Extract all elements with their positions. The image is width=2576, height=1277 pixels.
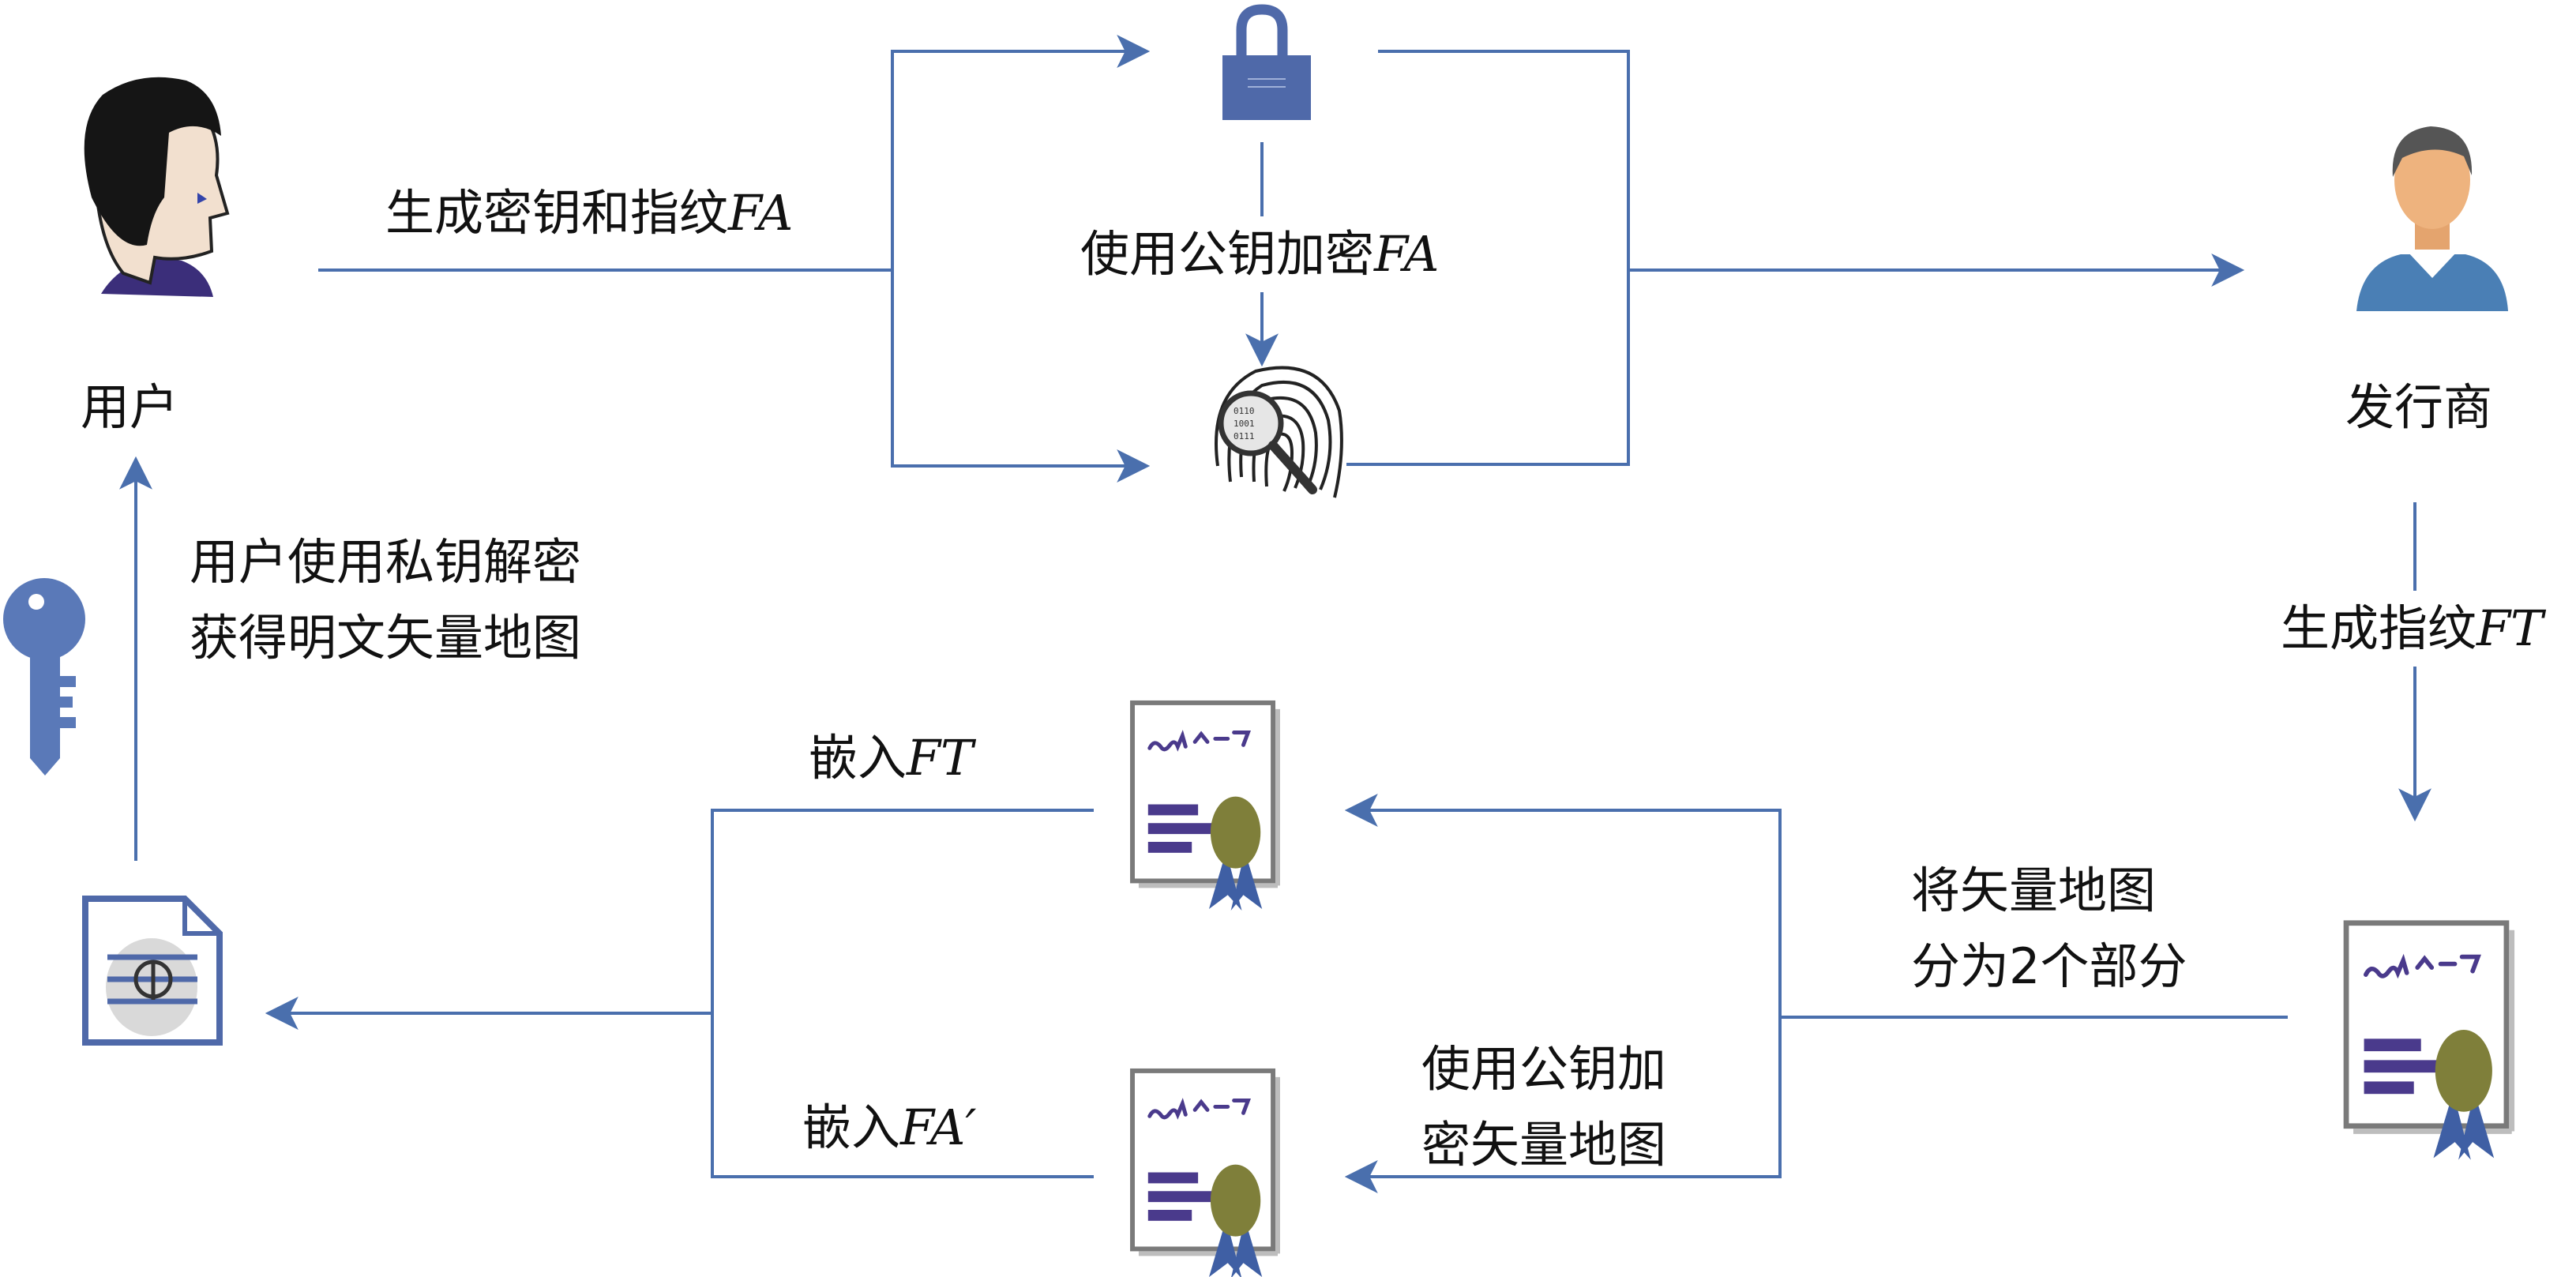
- line-lock-to-merge: [1346, 50, 1630, 466]
- edge-text: 使用公钥加密: [1080, 225, 1375, 283]
- user-label: 用户: [81, 378, 179, 436]
- edge-label-embed-ft: 嵌入FT: [809, 720, 973, 796]
- edge-var: FT: [2476, 599, 2544, 657]
- certificate-icon-top: [1132, 703, 1278, 911]
- edge-text: 生成指纹: [2281, 599, 2477, 657]
- edge-var: FA: [728, 184, 794, 242]
- edge-label-embed-fa-prime: 嵌入FA′: [802, 1090, 977, 1166]
- edge-label-generate-fingerprint-ft: 生成指纹FT: [2276, 591, 2548, 667]
- edge-text-line1: 用户使用私钥解密: [190, 533, 582, 591]
- svg-text:0110: 0110: [1234, 406, 1255, 416]
- svg-text:1001: 1001: [1234, 419, 1255, 429]
- edge-text: 嵌入: [809, 729, 907, 787]
- arrow-user-to-lock: [318, 35, 1151, 272]
- edge-text: 生成密钥和指纹: [385, 184, 729, 242]
- edge-var: FA: [1374, 225, 1440, 283]
- edge-var: FA′: [900, 1099, 977, 1156]
- edge-var: FT: [907, 729, 974, 787]
- watermarked-map-document-icon: [82, 896, 223, 1046]
- edge-text-line2: 密矢量地图: [1421, 1116, 1667, 1174]
- fingerprint-magnifier-icon: 0110 1001 0111: [1215, 366, 1343, 498]
- arrow-user-to-fingerprint: [891, 270, 1151, 483]
- edge-label-split-map: 将矢量地图 分为2个部分: [1911, 853, 2187, 1005]
- issuer-label: 发行商: [2345, 378, 2493, 436]
- edge-label-generate-key-fingerprint: 生成密钥和指纹FA: [385, 175, 793, 251]
- user-avatar-icon: [84, 77, 230, 297]
- lock-icon: [1222, 4, 1311, 120]
- key-icon: [3, 578, 85, 776]
- edge-text-line1: 使用公钥加: [1421, 1040, 1667, 1098]
- edge-text: 嵌入: [802, 1099, 901, 1156]
- edge-label-decrypt: 用户使用私钥解密 获得明文矢量地图: [190, 524, 581, 676]
- arrow-split-to-cert-bottom: [1344, 1017, 1782, 1193]
- issuer-avatar-icon: [2356, 126, 2508, 311]
- edge-text-line2: 获得明文矢量地图: [190, 609, 582, 667]
- arrow-split-to-cert-top: [1344, 794, 1782, 1017]
- line-cert-top-to-join: [711, 809, 1094, 1178]
- svg-text:0111: 0111: [1234, 431, 1255, 441]
- edge-text-line2: 分为2个部分: [1911, 937, 2187, 995]
- certificate-icon-bottom: [1132, 1071, 1278, 1277]
- edge-label-encrypt-fingerprint: 使用公钥加密FA: [1076, 216, 1444, 292]
- edge-label-encrypt-map: 使用公钥加 密矢量地图: [1421, 1031, 1666, 1183]
- edge-text-line1: 将矢量地图: [1911, 862, 2157, 919]
- certificate-icon-issuer: [2346, 923, 2512, 1160]
